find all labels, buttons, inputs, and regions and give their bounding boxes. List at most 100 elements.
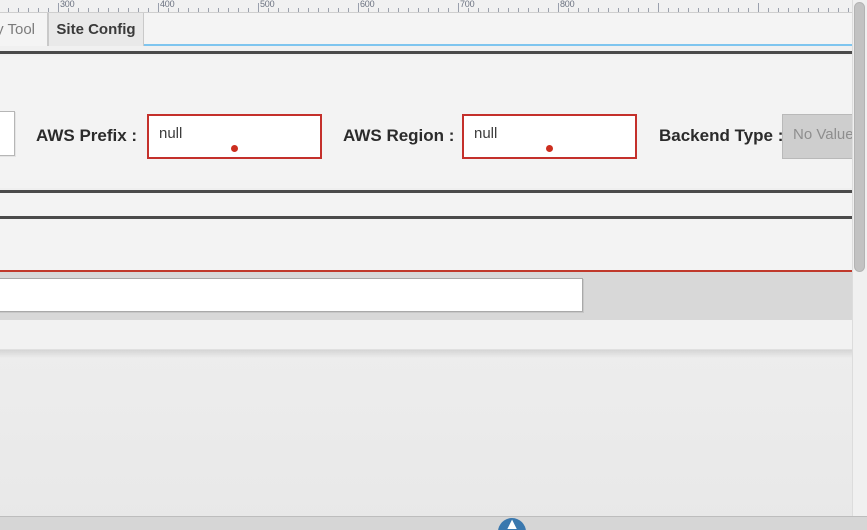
info-badge-icon[interactable]: ▲ — [498, 516, 526, 530]
spacer-band-upper — [0, 193, 852, 216]
ruler-minor-tick — [328, 8, 329, 12]
validation-error-rule — [0, 270, 852, 272]
ruler-minor-tick — [828, 8, 829, 12]
ruler-major-tick — [358, 3, 359, 12]
ruler-minor-tick — [268, 8, 269, 12]
ruler-minor-tick — [418, 8, 419, 12]
ruler-minor-tick — [388, 8, 389, 12]
ruler-minor-tick — [668, 8, 669, 12]
divider-under-tabs — [0, 51, 852, 54]
aws-prefix-required-dot-icon — [231, 145, 238, 152]
aws-region-required-dot-icon — [546, 145, 553, 152]
aws-region-input[interactable]: null — [462, 114, 637, 159]
divider-section — [0, 216, 852, 219]
ruler-minor-tick — [738, 8, 739, 12]
ruler-minor-tick — [648, 8, 649, 12]
ruler-minor-tick — [178, 8, 179, 12]
aws-prefix-input[interactable]: null — [147, 114, 322, 159]
ruler-minor-tick — [708, 8, 709, 12]
ruler-minor-tick — [848, 8, 849, 12]
vertical-scrollbar-thumb[interactable] — [854, 2, 865, 272]
ruler-minor-tick — [678, 8, 679, 12]
ruler-major-tick — [58, 3, 59, 12]
clipped-text-input[interactable] — [0, 111, 15, 156]
ruler-minor-tick — [108, 8, 109, 12]
spacer-band-lower — [0, 219, 852, 270]
ruler-minor-tick — [728, 8, 729, 12]
ruler-minor-tick — [318, 8, 319, 12]
ruler-minor-tick — [278, 8, 279, 12]
ruler-minor-tick — [128, 8, 129, 12]
ruler-minor-tick — [198, 8, 199, 12]
ruler-minor-tick — [288, 8, 289, 12]
ruler-minor-tick — [188, 8, 189, 12]
ruler-major-tick — [658, 3, 659, 12]
ruler-minor-tick — [628, 8, 629, 12]
ruler-minor-tick — [498, 8, 499, 12]
ruler-minor-tick — [598, 8, 599, 12]
ruler-major-tick — [258, 3, 259, 12]
ruler-minor-tick — [788, 8, 789, 12]
ruler-minor-tick — [248, 8, 249, 12]
ruler-tick-label: 700 — [460, 0, 475, 9]
tab-site-config[interactable]: Site Config — [48, 13, 144, 46]
tab-deploy-tool-label: y Tool — [0, 21, 35, 38]
ruler-minor-tick — [588, 8, 589, 12]
ruler-minor-tick — [228, 8, 229, 12]
ruler-minor-tick — [478, 8, 479, 12]
ruler-minor-tick — [408, 8, 409, 12]
ruler-minor-tick — [838, 8, 839, 12]
ruler-minor-tick — [808, 8, 809, 12]
ruler-tick-label: 300 — [60, 0, 75, 9]
ruler-minor-tick — [428, 8, 429, 12]
ruler-minor-tick — [698, 8, 699, 12]
ruler-minor-tick — [138, 8, 139, 12]
horizontal-ruler: 300 400 500 600 700 800 — [0, 0, 852, 13]
vertical-scrollbar-track[interactable] — [852, 0, 867, 530]
tab-bar: y Tool Site Config — [0, 13, 852, 46]
ruler-minor-tick — [38, 8, 39, 12]
ruler-minor-tick — [98, 8, 99, 12]
ruler-minor-tick — [378, 8, 379, 12]
site-config-form-panel: AWS Prefix : null AWS Region : null Back… — [0, 56, 867, 188]
ruler-minor-tick — [338, 8, 339, 12]
tab-site-config-label: Site Config — [56, 21, 136, 38]
ruler-minor-tick — [608, 8, 609, 12]
ruler-major-tick — [758, 3, 759, 12]
backend-type-placeholder: No Value — [793, 126, 854, 143]
backend-type-label: Backend Type : — [659, 126, 784, 145]
ruler-minor-tick — [368, 8, 369, 12]
ruler-minor-tick — [168, 8, 169, 12]
ruler-minor-tick — [488, 8, 489, 12]
ruler-minor-tick — [28, 8, 29, 12]
ruler-minor-tick — [568, 8, 569, 12]
panel-drop-shadow — [0, 350, 852, 358]
ruler-minor-tick — [118, 8, 119, 12]
ruler-major-tick — [458, 3, 459, 12]
ruler-minor-tick — [348, 8, 349, 12]
ruler-minor-tick — [448, 8, 449, 12]
ruler-major-tick — [158, 3, 159, 12]
ruler-minor-tick — [768, 8, 769, 12]
ruler-minor-tick — [528, 8, 529, 12]
lower-panel — [0, 320, 852, 350]
info-badge-glyph: ▲ — [504, 516, 520, 530]
ruler-tick-label: 500 — [260, 0, 275, 9]
bottom-dock-strip — [0, 516, 867, 530]
ruler-tick-label: 400 — [160, 0, 175, 9]
ruler-minor-tick — [308, 8, 309, 12]
aws-prefix-label: AWS Prefix : — [36, 126, 138, 145]
ruler-minor-tick — [638, 8, 639, 12]
tab-deploy-tool[interactable]: y Tool — [0, 13, 48, 46]
ruler-minor-tick — [518, 8, 519, 12]
ruler-tick-label: 800 — [560, 0, 575, 9]
ruler-minor-tick — [398, 8, 399, 12]
ruler-minor-tick — [538, 8, 539, 12]
ruler-minor-tick — [748, 8, 749, 12]
ruler-minor-tick — [218, 8, 219, 12]
ruler-minor-tick — [778, 8, 779, 12]
wide-text-input[interactable] — [0, 278, 583, 312]
aws-region-value: null — [474, 125, 498, 142]
ruler-tick-label: 600 — [360, 0, 375, 9]
ruler-minor-tick — [148, 8, 149, 12]
